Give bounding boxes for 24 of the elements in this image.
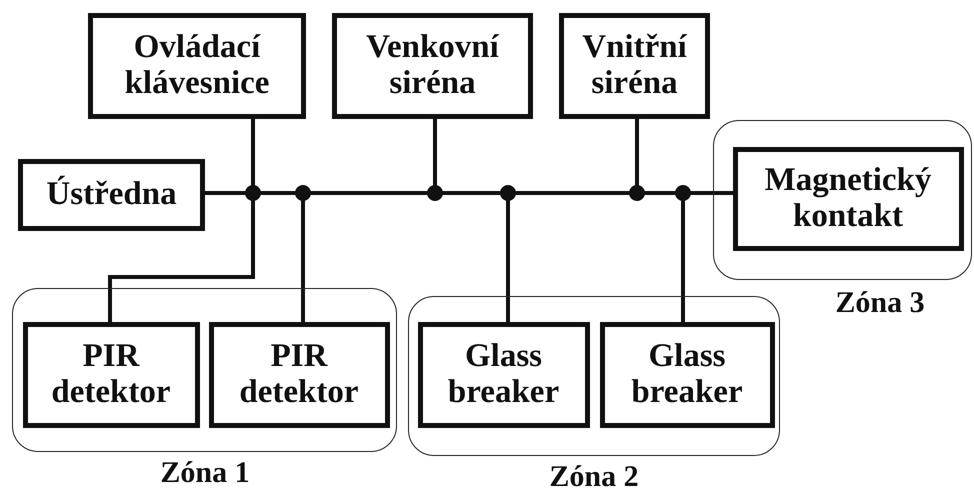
zone-frame <box>408 296 780 456</box>
device-label: Ovládací klávesnice <box>124 30 270 102</box>
device-label: Glass breaker <box>630 338 744 410</box>
device-label: Glass breaker <box>446 338 560 410</box>
zone-label: Zóna 2 <box>549 460 639 494</box>
device-box <box>600 322 774 428</box>
device-label: Ústředna <box>46 177 177 213</box>
zone-frame <box>12 288 397 452</box>
device-box <box>22 322 200 428</box>
device-box <box>732 146 964 250</box>
zone-label: Zóna 1 <box>160 456 250 490</box>
device-label: PIR detektor <box>50 338 172 410</box>
device-label: Venkovní siréna <box>365 30 500 102</box>
device-label: Magnetický kontakt <box>764 162 932 234</box>
device-box <box>18 159 205 231</box>
device-box <box>559 13 710 119</box>
device-box <box>332 13 533 119</box>
zone-label: Zóna 3 <box>835 286 925 320</box>
device-label: Vnitřní siréna <box>581 30 688 102</box>
zone-frame <box>713 120 972 280</box>
device-box <box>418 322 590 428</box>
device-box <box>208 322 390 428</box>
device-box <box>88 13 306 119</box>
device-label: PIR detektor <box>238 338 360 410</box>
